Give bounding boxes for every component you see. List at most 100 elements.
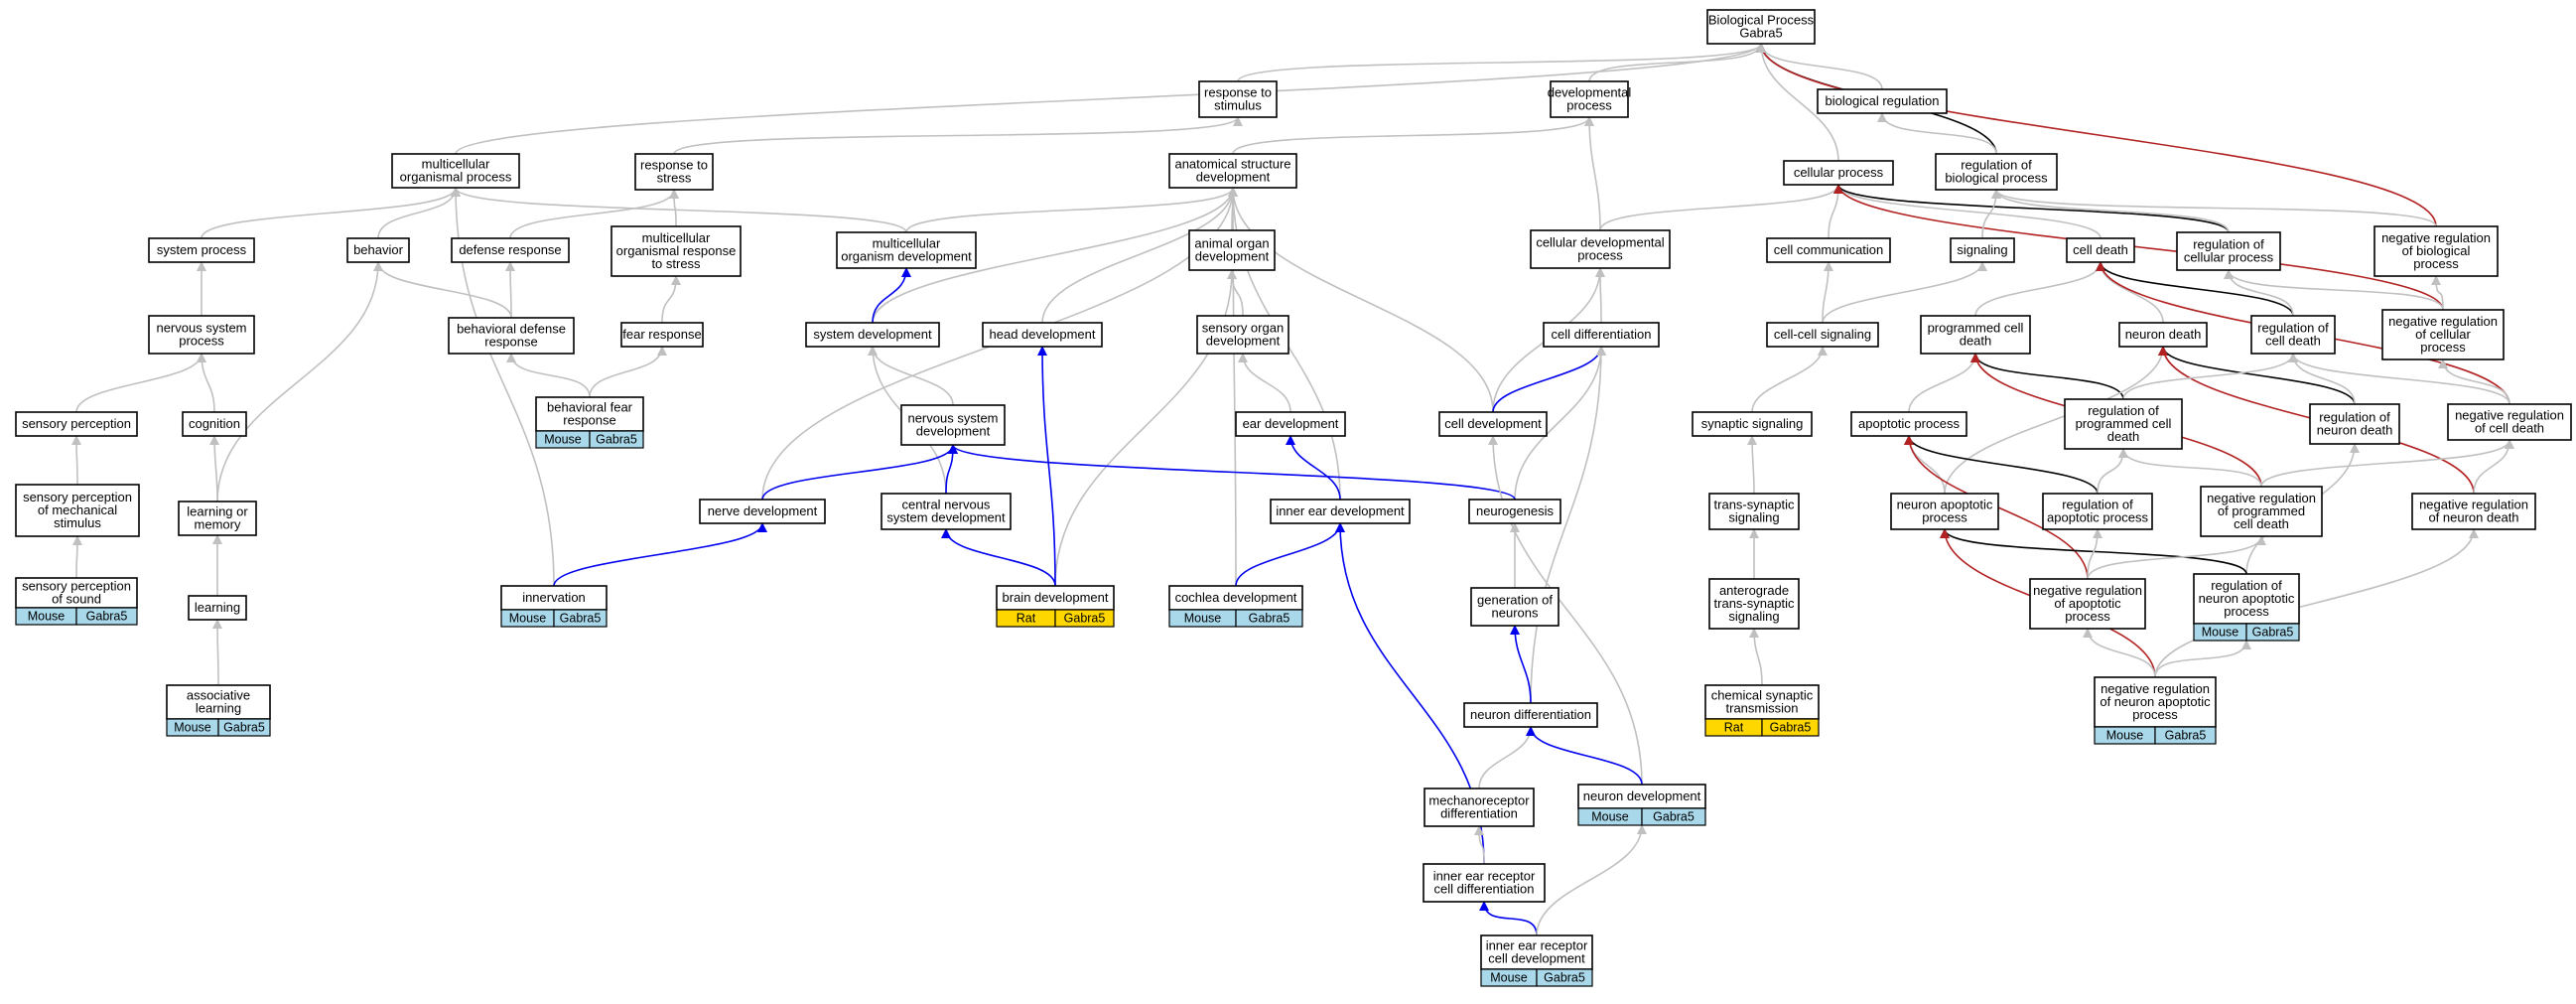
node-cell_proc[interactable]: cellular process [1783, 160, 1894, 186]
node-apop[interactable]: apoptotic process [1850, 411, 1967, 437]
node-cc_sig[interactable]: cell-cell signaling [1766, 322, 1879, 348]
edge-neg_reg_cell_proc-to-reg_cell_proc [2224, 269, 2444, 311]
edge-sens_sound-to-sens_mech [71, 535, 82, 579]
node-sens_perc[interactable]: sensory perception [15, 411, 138, 437]
node-sys_dev[interactable]: system development [805, 322, 940, 348]
node-label-line: process [1922, 510, 1967, 525]
edge-sens_mech-to-sens_perc [71, 435, 82, 486]
node-label-line: learning [195, 600, 240, 615]
gene-tag-label: Gabra5 [1249, 612, 1290, 626]
node-label-line: neuron differentiation [1470, 707, 1591, 722]
node-neuron_death[interactable]: neuron death [2118, 322, 2208, 348]
node-label-line: multicellular [873, 236, 941, 251]
edge-beh_def-to-def_resp [505, 261, 516, 319]
node-neuron_diff[interactable]: neuron differentiation [1463, 702, 1598, 728]
node-def_resp[interactable]: defense response [451, 237, 570, 263]
edge-neg_reg_neuron_apop-to-neg_reg_apop [2083, 628, 2156, 678]
node-head_dev[interactable]: head development [982, 322, 1103, 348]
node-inner_ear[interactable]: inner ear development [1270, 499, 1411, 524]
node-neurogenesis[interactable]: neurogenesis [1468, 499, 1561, 524]
node-cell_death[interactable]: cell death [2066, 237, 2135, 263]
node-cognition[interactable]: cognition [182, 411, 247, 437]
node-label-line: of programmed [2218, 503, 2305, 518]
node-cell_development[interactable]: cell development [1438, 411, 1548, 437]
node-cell_diff[interactable]: cell differentiation [1543, 322, 1660, 348]
node-label-line: regulation of [2193, 237, 2264, 252]
node-box-beh_def [448, 317, 575, 355]
node-nerve_dev[interactable]: nerve development [699, 499, 826, 524]
node-signaling[interactable]: signaling [1950, 237, 2015, 263]
node-label-line: sensory perception [22, 416, 131, 431]
edge-neuron_death-to-cell_death [2096, 261, 2164, 324]
node-label-line: anterograde [1719, 583, 1789, 598]
node-cell_comm[interactable]: cell communication [1766, 237, 1891, 263]
node-behavior[interactable]: behavior [346, 237, 410, 263]
edge-trans_syn-to-syn_sig [1747, 435, 1758, 495]
node-label-line: cell death [2265, 334, 2321, 349]
node-fear[interactable]: fear response [620, 322, 704, 348]
node-box-ie_recep_dev [1480, 934, 1593, 970]
gene-tag-cell [2154, 726, 2217, 745]
node-label-line: development [1195, 249, 1270, 264]
node-bio_reg[interactable]: biological regulation [1817, 88, 1948, 114]
node-syn_sig[interactable]: synaptic signaling [1692, 411, 1813, 437]
gene-tag-cell [1641, 807, 1706, 826]
node-sys_proc[interactable]: system process [148, 237, 255, 263]
node-label-line: regulation of [2062, 498, 2133, 512]
node-learning[interactable]: learning [188, 595, 247, 621]
node-box-multi_dev [836, 231, 977, 269]
node-box-resp_stim [1198, 80, 1278, 118]
edge-cc_sig-to-signaling [1822, 261, 1987, 324]
node-label-line: neurogenesis [1476, 503, 1555, 518]
node-ear_dev[interactable]: ear development [1235, 411, 1346, 437]
node-label-line: negative regulation [2388, 314, 2498, 329]
